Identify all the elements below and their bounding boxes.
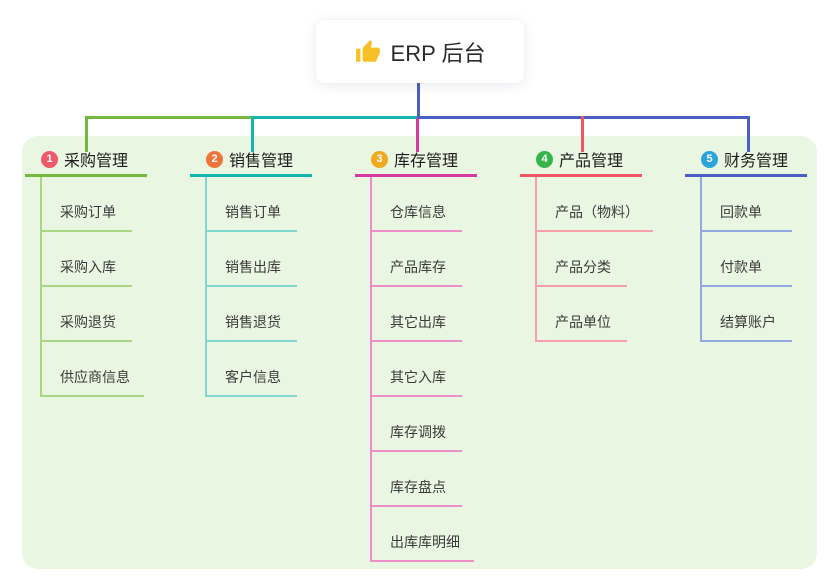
branch-product: 4 产品管理 产品（物料） 产品分类 产品单位 [520,150,653,342]
branch-children: 仓库信息 产品库存 其它出库 其它入库 库存调拨 库存盘点 出库库明细 [370,177,477,562]
child-node[interactable]: 采购订单 [42,177,147,232]
child-label: 出库库明细 [372,532,474,562]
branch-title-label: 采购管理 [64,153,129,170]
branch-children: 回款单 付款单 结算账户 [700,177,807,342]
thumbs-up-icon [355,39,380,62]
branch-title-inventory[interactable]: 3 库存管理 [355,150,477,177]
branch-inventory: 3 库存管理 仓库信息 产品库存 其它出库 其它入库 库存调拨 库存盘点 出库库… [355,150,477,562]
child-node[interactable]: 采购入库 [42,232,147,287]
child-node[interactable]: 采购退货 [42,287,147,342]
root-title: ERP 后台 [390,40,486,66]
connector-drop-branch-4 [581,116,584,152]
branch-title-purchase[interactable]: 1 采购管理 [25,150,147,177]
child-node[interactable]: 库存盘点 [372,452,477,507]
child-node[interactable]: 出库库明细 [372,507,477,562]
branch-title-label: 销售管理 [229,153,294,170]
child-label: 库存盘点 [372,477,462,507]
child-label: 回款单 [702,202,792,232]
child-node[interactable]: 供应商信息 [42,342,147,397]
child-label: 销售订单 [207,202,297,232]
branch-title-label: 产品管理 [559,153,624,170]
number-badge: 1 [41,150,58,168]
child-node[interactable]: 销售出库 [207,232,312,287]
branch-title-sales[interactable]: 2 销售管理 [190,150,312,177]
branch-title-product[interactable]: 4 产品管理 [520,150,642,177]
child-label: 产品分类 [537,257,627,287]
child-label: 付款单 [702,257,792,287]
connector-drop-branch-2 [251,116,254,152]
number-badge: 5 [701,150,718,168]
connector-horizontal-teal [252,116,419,119]
connector-drop-branch-3 [416,118,419,152]
child-label: 其它出库 [372,312,462,342]
child-node[interactable]: 销售退货 [207,287,312,342]
child-label: 库存调拨 [372,422,462,452]
child-label: 采购订单 [42,202,132,232]
child-node[interactable]: 其它出库 [372,287,477,342]
child-node[interactable]: 库存调拨 [372,397,477,452]
child-label: 仓库信息 [372,202,462,232]
child-label: 采购退货 [42,312,132,342]
child-label: 产品库存 [372,257,462,287]
child-label: 采购入库 [42,257,132,287]
child-label: 结算账户 [702,312,792,342]
branch-finance: 5 财务管理 回款单 付款单 结算账户 [685,150,807,342]
branch-children: 采购订单 采购入库 采购退货 供应商信息 [40,177,147,397]
branch-children: 产品（物料） 产品分类 产品单位 [535,177,653,342]
number-badge: 4 [536,150,553,168]
child-label: 销售出库 [207,257,297,287]
child-node[interactable]: 客户信息 [207,342,312,397]
root-node[interactable]: ERP 后台 [316,20,524,83]
branch-children: 销售订单 销售出库 销售退货 客户信息 [205,177,312,397]
branch-title-label: 库存管理 [394,153,459,170]
child-node[interactable]: 销售订单 [207,177,312,232]
connector-root-stem [417,83,420,119]
connector-horizontal-green [86,116,254,119]
child-node[interactable]: 产品（物料） [537,177,653,232]
connector-drop-branch-1 [85,116,88,152]
branch-group-panel [22,136,817,569]
child-node[interactable]: 产品分类 [537,232,653,287]
child-node[interactable]: 仓库信息 [372,177,477,232]
child-node[interactable]: 产品库存 [372,232,477,287]
branch-sales: 2 销售管理 销售订单 销售出库 销售退货 客户信息 [190,150,312,397]
child-node[interactable]: 付款单 [702,232,807,287]
branch-title-finance[interactable]: 5 财务管理 [685,150,807,177]
branch-title-label: 财务管理 [724,153,789,170]
number-badge: 2 [206,150,223,168]
connector-drop-branch-5 [747,116,750,152]
child-label: 其它入库 [372,367,462,397]
child-label: 供应商信息 [42,367,144,397]
child-label: 销售退货 [207,312,297,342]
child-label: 客户信息 [207,367,297,397]
child-node[interactable]: 产品单位 [537,287,653,342]
number-badge: 3 [371,150,388,168]
child-label: 产品（物料） [537,202,653,232]
child-node[interactable]: 其它入库 [372,342,477,397]
child-node[interactable]: 回款单 [702,177,807,232]
child-node[interactable]: 结算账户 [702,287,807,342]
branch-purchase: 1 采购管理 采购订单 采购入库 采购退货 供应商信息 [25,150,147,397]
child-label: 产品单位 [537,312,627,342]
